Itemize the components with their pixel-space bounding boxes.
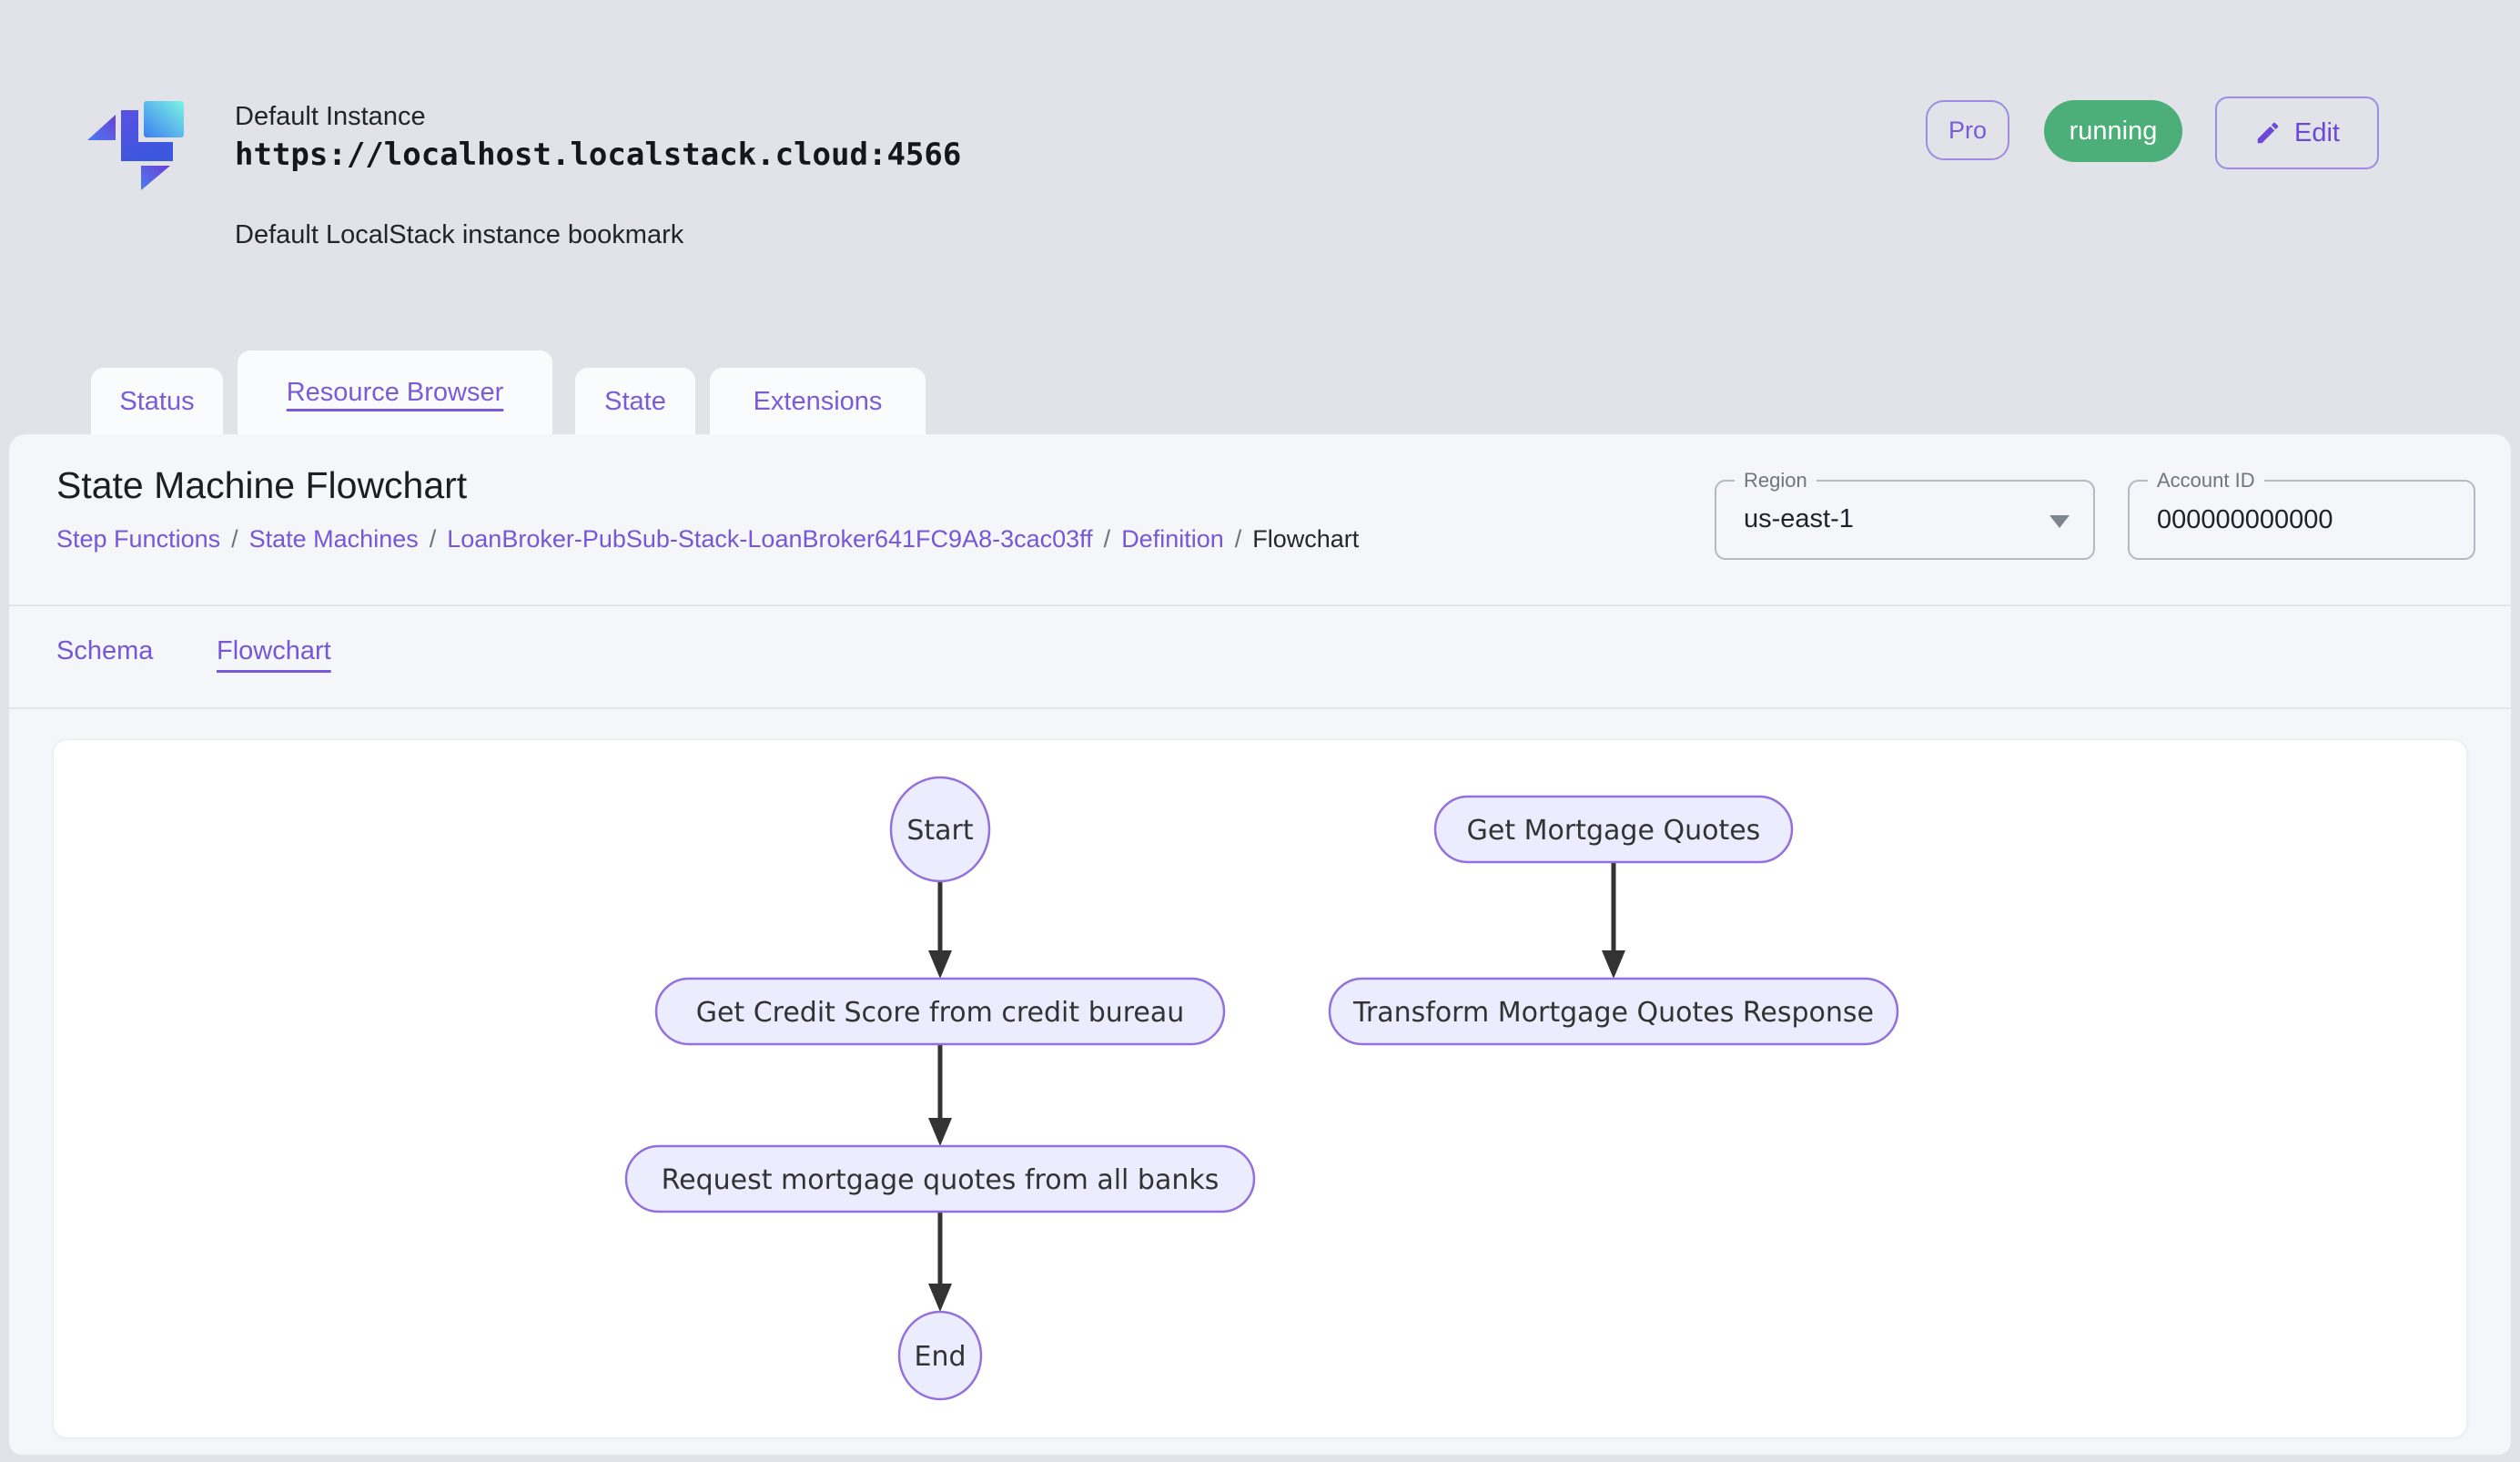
flow-edge-credit-to-request: [928, 1044, 952, 1146]
instance-url: https://localhost.localstack.cloud:4566: [235, 137, 962, 173]
logo-flag: [141, 166, 170, 190]
breadcrumb-current: Flowchart: [1252, 525, 1360, 553]
flow-node-end: End: [897, 1310, 983, 1401]
flow-edge-request-to-end: [928, 1212, 952, 1312]
tab-resource-browser[interactable]: Resource Browser: [238, 350, 552, 435]
edit-button[interactable]: Edit: [2215, 96, 2379, 169]
subtab-schema[interactable]: Schema: [56, 636, 153, 666]
header-divider: [9, 604, 2511, 606]
instance-description: Default LocalStack instance bookmark: [235, 220, 684, 249]
flow-node-get-mortgage-quotes: Get Mortgage Quotes: [1433, 795, 1794, 864]
region-value: us-east-1: [1744, 504, 1854, 533]
pro-badge-label: Pro: [1948, 116, 1988, 144]
breadcrumb-separator: /: [231, 525, 238, 553]
logo-triangle-left: [87, 115, 116, 140]
status-badge-label: running: [2069, 116, 2158, 146]
tab-status[interactable]: Status: [91, 368, 223, 435]
logo-l-shape: [121, 110, 173, 161]
breadcrumb-state-machine-name[interactable]: LoanBroker-PubSub-Stack-LoanBroker641FC9…: [447, 525, 1093, 553]
state-machine-flowchart: Start Get Credit Score from credit burea…: [624, 776, 1899, 1401]
region-label: Region: [1735, 467, 1817, 494]
region-select[interactable]: Region us-east-1: [1715, 467, 2095, 560]
subtab-schema-label: Schema: [56, 636, 154, 665]
tab-extensions-label: Extensions: [753, 386, 883, 416]
logo-square: [144, 101, 184, 137]
flow-node-request-quotes: Request mortgage quotes from all banks: [624, 1144, 1256, 1213]
svg-text:Transform Mortgage Quotes Resp: Transform Mortgage Quotes Response: [1352, 997, 1874, 1029]
edit-button-label: Edit: [2294, 117, 2340, 147]
svg-text:Get Credit Score from credit b: Get Credit Score from credit bureau: [696, 997, 1185, 1029]
account-id-label: Account ID: [2148, 467, 2264, 494]
svg-text:End: End: [914, 1341, 966, 1373]
breadcrumb-definition[interactable]: Definition: [1121, 525, 1224, 553]
status-badge: running: [2044, 100, 2182, 162]
flow-node-get-credit-score: Get Credit Score from credit bureau: [654, 977, 1226, 1046]
content-panel: State Machine Flowchart Step Functions/S…: [9, 434, 2511, 1455]
flow-edge-start-to-credit: [928, 881, 952, 979]
tab-state[interactable]: State: [575, 368, 695, 435]
subtab-flowchart-label: Flowchart: [217, 636, 331, 665]
dropdown-arrow-icon: [2049, 515, 2070, 528]
pro-badge: Pro: [1926, 100, 2009, 160]
tab-resource-browser-label: Resource Browser: [286, 378, 504, 407]
flow-edge-quotes-to-transform: [1602, 862, 1625, 979]
instance-name: Default Instance: [235, 102, 426, 131]
subtab-divider: [9, 707, 2511, 709]
breadcrumb-separator: /: [429, 525, 437, 553]
flowchart-card: Start Get Credit Score from credit burea…: [53, 739, 2467, 1438]
breadcrumb-separator: /: [1103, 525, 1111, 553]
svg-text:Get Mortgage Quotes: Get Mortgage Quotes: [1467, 815, 1761, 847]
pencil-icon: [2257, 122, 2279, 144]
account-id-field[interactable]: Account ID: [2128, 467, 2475, 560]
localstack-logo: [86, 86, 188, 195]
subtab-flowchart[interactable]: Flowchart: [217, 636, 331, 666]
flow-node-transform-response: Transform Mortgage Quotes Response: [1328, 977, 1899, 1046]
tab-status-label: Status: [119, 386, 195, 416]
flow-node-start: Start: [889, 776, 991, 883]
breadcrumb-separator: /: [1234, 525, 1242, 553]
breadcrumb: Step Functions / State Machines / LoanBroker…: [56, 525, 1359, 553]
tab-state-label: State: [604, 386, 666, 416]
breadcrumb-state-machines[interactable]: State Machines: [248, 525, 419, 553]
page-title: State Machine Flowchart: [56, 464, 468, 506]
breadcrumb-step-functions[interactable]: Step Functions: [56, 525, 221, 553]
svg-text:Request mortgage quotes from a: Request mortgage quotes from all banks: [662, 1164, 1220, 1196]
tab-extensions[interactable]: Extensions: [710, 368, 926, 435]
account-id-input[interactable]: [2130, 482, 2432, 558]
svg-text:Start: Start: [906, 815, 974, 847]
